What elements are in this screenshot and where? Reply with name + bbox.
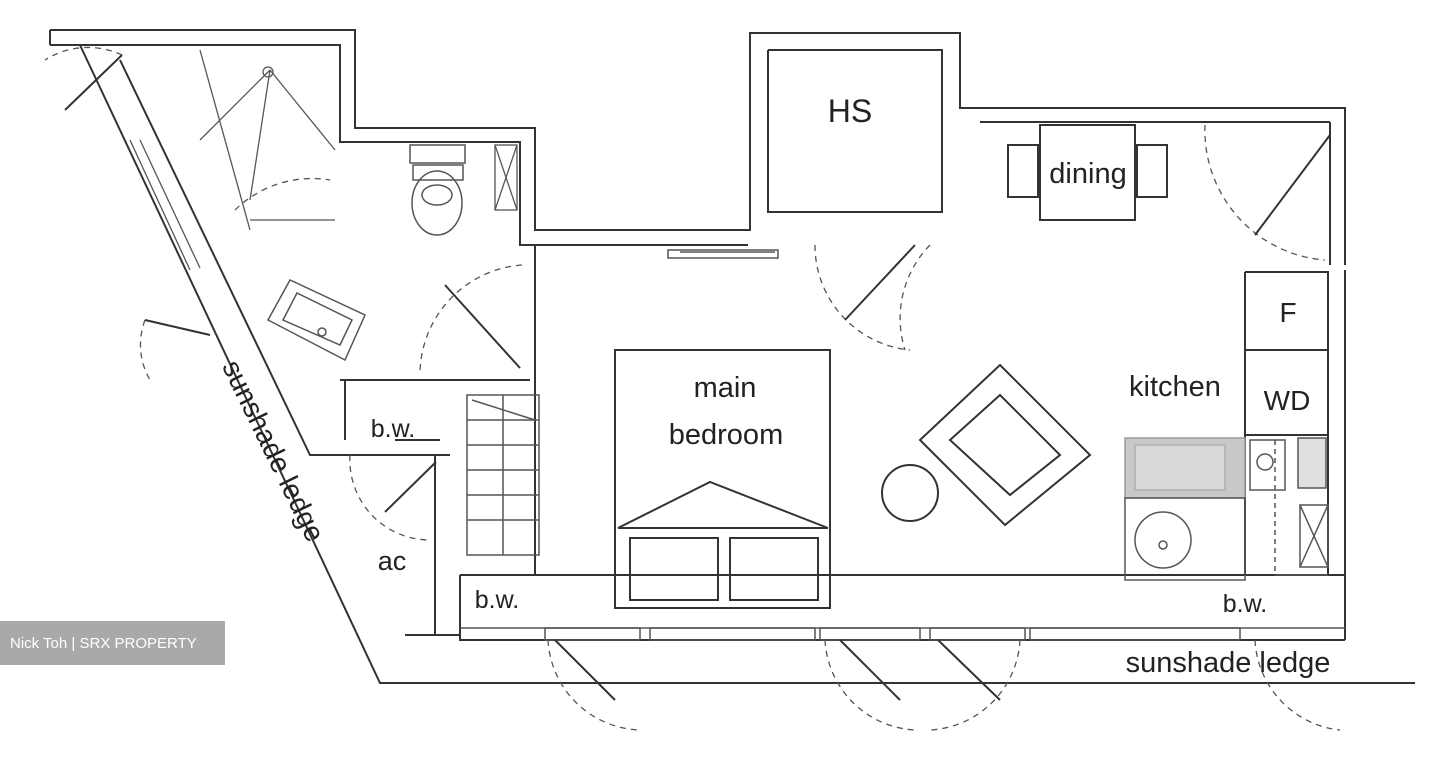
windows-bottom <box>460 627 1345 641</box>
room-labels: HS dining F WD kitchen main bedroom b.w.… <box>216 93 1330 679</box>
dining-label: dining <box>1049 158 1126 190</box>
sunshade-ledge-bottom-label: sunshade ledge <box>1126 647 1331 679</box>
side-table <box>881 464 939 522</box>
outer-walls <box>49 29 1415 684</box>
washer-dryer-label: WD <box>1264 385 1311 416</box>
aircon-shelf <box>667 249 779 259</box>
toilet <box>409 144 466 236</box>
bay-window-left-label: b.w. <box>475 586 519 614</box>
wardrobe <box>466 394 540 556</box>
aircon-ledge-label: ac <box>378 546 407 576</box>
kitchen-counter <box>1124 437 1329 581</box>
bedroom-label-line1: main <box>694 372 757 404</box>
armchair <box>918 363 1092 527</box>
bay-window-right-label: b.w. <box>1223 590 1267 618</box>
hs-label: HS <box>828 93 872 129</box>
bed <box>614 349 831 609</box>
shower <box>129 49 336 271</box>
watermark: Nick Toh | SRX PROPERTY <box>0 621 225 665</box>
fridge-label: F <box>1279 297 1296 328</box>
sunshade-ledge-side-label: sunshade ledge <box>216 355 331 546</box>
door-swings <box>44 46 1341 731</box>
ventilation-box <box>494 144 518 211</box>
kitchen-label: kitchen <box>1129 371 1221 403</box>
door-leaves <box>64 54 1331 701</box>
basin <box>266 279 366 362</box>
bay-window-bath-label: b.w. <box>371 415 415 443</box>
dining-table <box>1007 124 1168 221</box>
bedroom-label-line2: bedroom <box>669 419 783 451</box>
